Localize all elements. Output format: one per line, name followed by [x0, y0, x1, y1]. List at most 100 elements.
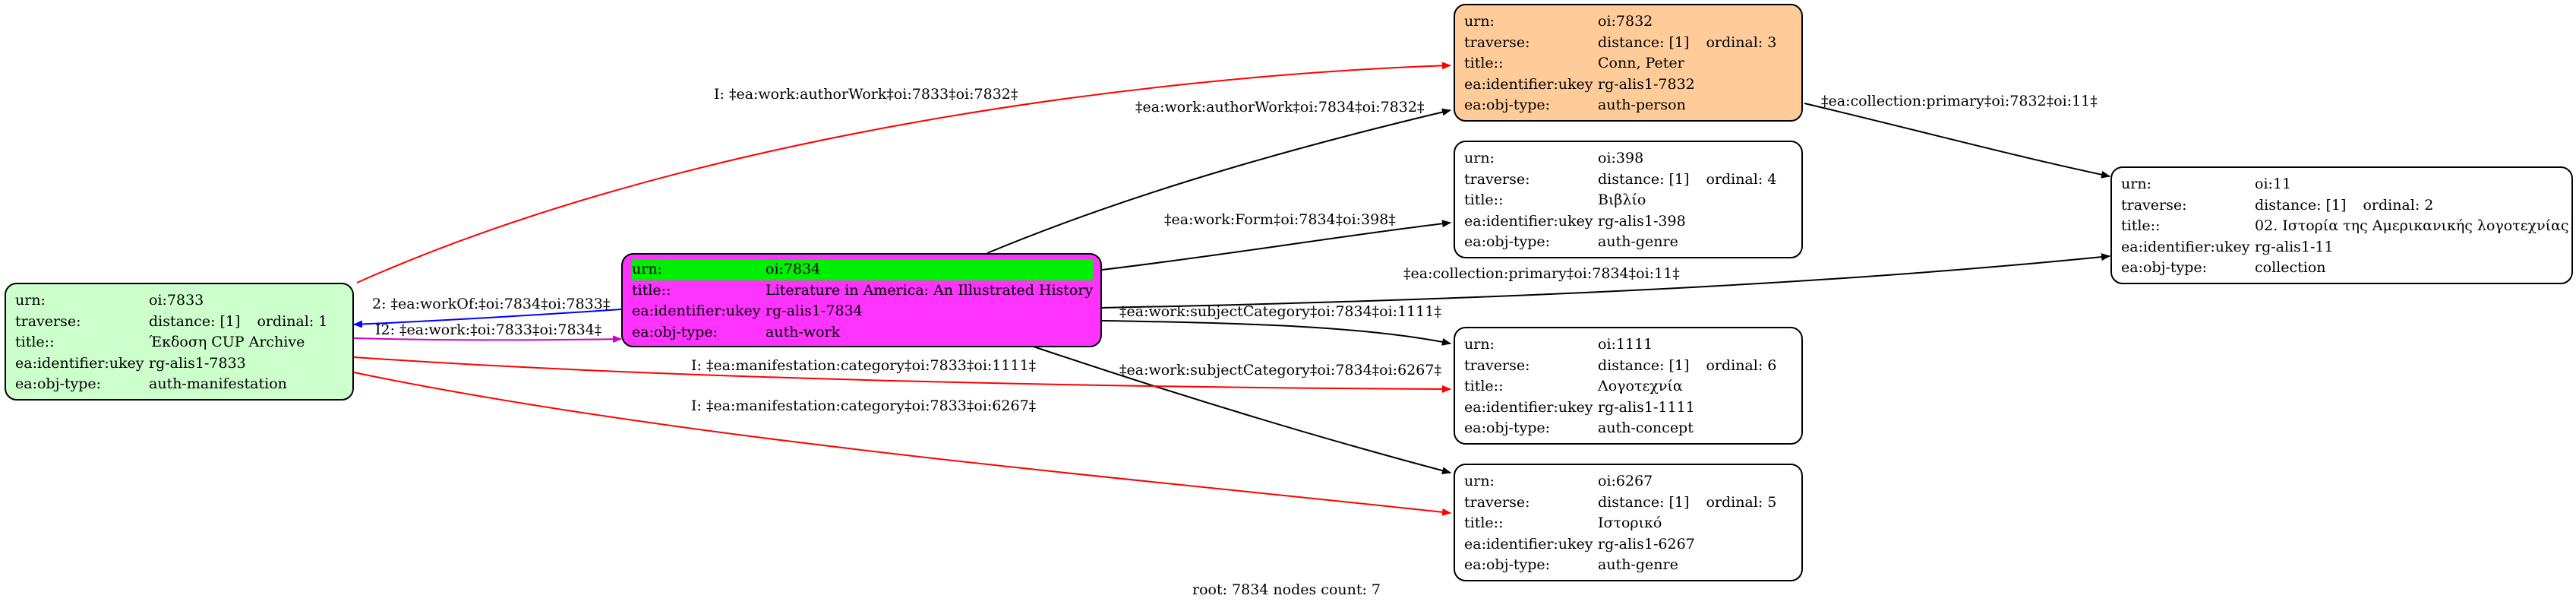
node-7833[interactable]: urn:oi:7833 traverse:distance: [1]ordina… — [5, 283, 354, 401]
ukey-value: rg-alis1-7834 — [766, 302, 863, 319]
edge-label-manif-1111: I: ‡ea:manifestation:category‡oi:7833‡oi… — [691, 357, 1037, 374]
title-value: Λογοτεχνία — [1598, 378, 1683, 394]
node-7834[interactable]: urn: oi:7834 title::Literature in America… — [621, 253, 1102, 347]
ukey-key: ea:identifier:ukey — [15, 354, 144, 372]
traverse-key: traverse: — [1464, 33, 1530, 51]
urn-value: oi:398 — [1598, 150, 1644, 166]
ordinal-value: ordinal: 6 — [1706, 356, 1777, 374]
edge-label-authorwork-7834: ‡ea:work:authorWork‡oi:7834‡oi:7832‡ — [1135, 99, 1425, 116]
distance-value: distance: [1] — [1598, 356, 1690, 374]
ukey-value: rg-alis1-398 — [1598, 212, 1686, 230]
type-key: ea:obj-type: — [1464, 420, 1551, 436]
ordinal-value: ordinal: 5 — [1706, 493, 1777, 511]
traverse-key: traverse: — [1464, 356, 1530, 374]
traverse-key: traverse: — [1464, 170, 1530, 188]
urn-key: urn: — [15, 292, 46, 309]
node-398[interactable]: urn: oi:398 traverse: distance: [1] ordinal… — [1454, 141, 1803, 258]
urn-key: urn: — [1464, 13, 1495, 30]
edge-manif-7833-6267 — [353, 372, 1451, 516]
title-key: title:: — [1464, 192, 1504, 208]
type-value: auth-genre — [1598, 556, 1678, 573]
urn-key: urn: — [632, 261, 662, 277]
ordinal-value: ordinal: 2 — [2363, 196, 2434, 214]
edge-subject-7834-6267 — [1026, 344, 1451, 475]
edge-work-7833-7834 — [353, 335, 622, 344]
urn-row-highlight: urn: oi:7834 — [632, 259, 1093, 280]
edge-workof-7834-7833 — [353, 309, 622, 328]
urn-value: oi:1111 — [1598, 336, 1653, 353]
node-1111[interactable]: urn: oi:1111 traverse: distance: [1] ordina… — [1454, 327, 1803, 445]
edge-authorwork-7833-7832 — [356, 62, 1451, 283]
type-value: auth-person — [1598, 97, 1686, 113]
edge-label-work: I2: ‡ea:work:‡oi:7833‡oi:7834‡ — [375, 321, 602, 338]
ukey-value: rg-alis1-11 — [2255, 238, 2334, 255]
title-value: Βιβλίο — [1598, 192, 1646, 208]
title-value: 02. Ιστορία της Αμερικανικής λογοτεχνίας — [2255, 217, 2569, 234]
node-7832[interactable]: urn: oi:7832 traverse: distance: [1] ordina… — [1454, 4, 1803, 122]
ukey-value: rg-alis1-7832 — [1598, 75, 1695, 93]
type-value: auth-manifestation — [149, 375, 287, 392]
title-key: title:: — [1464, 515, 1504, 531]
title-key: title:: — [1464, 55, 1504, 71]
distance-value: distance: [1] — [1598, 33, 1690, 51]
ukey-key: ea:identifier:ukey — [2121, 238, 2250, 255]
urn-key: urn: — [1464, 150, 1495, 166]
edge-label-collection-7834: ‡ea:collection:primary‡oi:7834‡oi:11‡ — [1403, 265, 1680, 282]
distance-value: distance: [1] — [1598, 170, 1690, 188]
edge-label-subject-6267: ‡ea:work:subjectCategory‡oi:7834‡oi:6267… — [1119, 362, 1441, 378]
ukey-key: ea:identifier:ukey — [1464, 535, 1593, 553]
ukey-key: ea:identifier:ukey — [1464, 398, 1593, 416]
urn-value: oi:7833 — [149, 292, 204, 309]
traverse-key: traverse: — [15, 312, 81, 330]
type-key: ea:obj-type: — [15, 375, 102, 392]
ordinal-value: ordinal: 1 — [257, 312, 328, 330]
title-value: Ιστορικό — [1598, 515, 1662, 531]
node-11[interactable]: urn: oi:11 traverse: distance: [1] ordinal:… — [2110, 166, 2573, 284]
type-key: ea:obj-type: — [1464, 556, 1551, 573]
ukey-key: ea:identifier:ukey — [1464, 75, 1593, 93]
title-key: title:: — [632, 281, 671, 299]
ordinal-value: ordinal: 4 — [1706, 170, 1777, 188]
title-key: title:: — [1464, 378, 1504, 394]
ukey-value: rg-alis1-1111 — [1598, 398, 1695, 416]
type-value: auth-work — [766, 323, 841, 340]
edge-label-collection-7832: ‡ea:collection:primary‡oi:7832‡oi:11‡ — [1821, 93, 2098, 109]
distance-value: distance: [1] — [1598, 493, 1690, 511]
edge-label-subject-1111: ‡ea:work:subjectCategory‡oi:7834‡oi:1111… — [1119, 303, 1441, 320]
edge-collection-7832-11 — [1804, 103, 2110, 179]
graph-footer: root: 7834 nodes count: 7 — [1192, 581, 1381, 598]
ukey-value: rg-alis1-6267 — [1598, 535, 1695, 553]
title-key: title:: — [2121, 217, 2161, 234]
traverse-key: traverse: — [1464, 493, 1530, 511]
urn-key: urn: — [2121, 176, 2151, 192]
title-value: Literature in America: An Illustrated Hi… — [766, 281, 1094, 299]
urn-value: oi:7834 — [766, 261, 821, 277]
title-key: title:: — [15, 334, 55, 350]
type-value: collection — [2255, 259, 2326, 276]
ordinal-value: ordinal: 3 — [1706, 33, 1777, 51]
type-key: ea:obj-type: — [632, 323, 718, 340]
edge-collection-7834-11 — [1101, 253, 2110, 309]
type-value: auth-genre — [1598, 233, 1678, 250]
ukey-value: rg-alis1-7833 — [149, 354, 246, 372]
urn-key: urn: — [1464, 336, 1495, 353]
edge-label-manif-6267: I: ‡ea:manifestation:category‡oi:7833‡oi… — [691, 397, 1037, 414]
urn-key: urn: — [1464, 473, 1495, 489]
edge-manif-7833-1111 — [353, 356, 1451, 393]
type-key: ea:obj-type: — [2121, 259, 2208, 276]
distance-value: distance: [1] — [2255, 196, 2347, 214]
edge-form-7834-398 — [1101, 220, 1451, 271]
edge-subject-7834-1111 — [1101, 320, 1451, 346]
traverse-key: traverse: — [2121, 196, 2187, 214]
edge-label-workof: 2: ‡ea:workOf:‡oi:7834‡oi:7833‡ — [372, 296, 611, 312]
urn-value: oi:7832 — [1598, 13, 1653, 30]
ukey-key: ea:identifier:ukey — [632, 302, 761, 319]
title-value: Έκδοση CUP Archive — [149, 334, 305, 350]
urn-value: oi:6267 — [1598, 473, 1653, 489]
title-value: Conn, Peter — [1598, 55, 1684, 71]
type-key: ea:obj-type: — [1464, 233, 1551, 250]
urn-value: oi:11 — [2255, 176, 2292, 192]
type-value: auth-concept — [1598, 420, 1694, 436]
node-6267[interactable]: urn: oi:6267 traverse: distance: [1] ordina… — [1454, 464, 1803, 581]
